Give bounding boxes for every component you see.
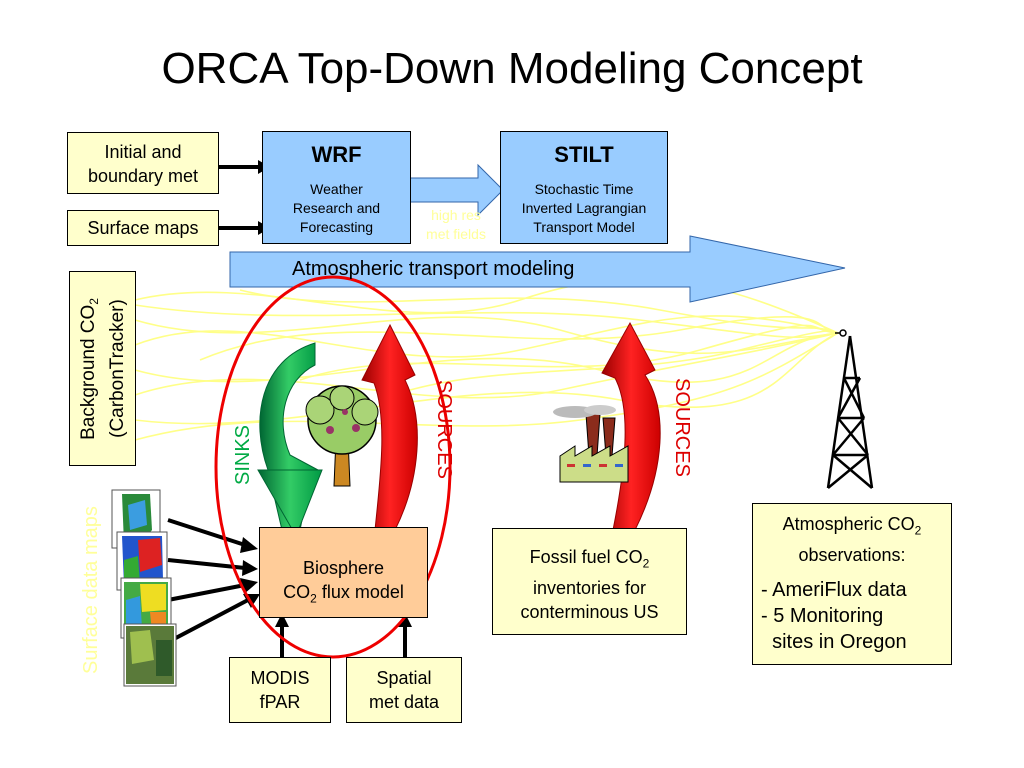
sources-label-fossil: SOURCES — [671, 378, 693, 477]
spatial-met-data-box: Spatial met data — [346, 657, 462, 723]
wrf-description: Weather Research and Forecasting — [263, 180, 410, 237]
background-co2-text: Background CO2 (CarbonTracker) — [77, 298, 129, 440]
stilt-description: Stochastic Time Inverted Lagrangian Tran… — [501, 180, 667, 237]
sources-label-bio: SOURCES — [433, 380, 455, 479]
biosphere-flux: flux model — [316, 582, 404, 602]
biosphere-highlight-ellipse — [214, 275, 452, 659]
wrf-title: WRF — [311, 142, 362, 167]
modis-line1: MODIS — [250, 668, 310, 688]
fossil-line3: conterminous US — [520, 601, 659, 622]
fossil-line2: inventories for — [532, 577, 647, 598]
observations-line1: Atmospheric CO2 — [753, 512, 951, 543]
stilt-desc-line: Inverted Lagrangian — [521, 200, 647, 216]
trajectory-line — [379, 330, 839, 401]
high-res-line1: high res — [431, 207, 481, 223]
tree-icon — [305, 385, 379, 487]
trajectory-line — [134, 315, 839, 358]
fossil-sub: 2 — [642, 556, 650, 571]
observations-sub: 2 — [914, 523, 922, 538]
modis-line2: fPAR — [259, 692, 301, 712]
observations-list: - AmeriFlux data - 5 Monitoring sites in… — [753, 577, 951, 655]
observations-item: - 5 Monitoring — [761, 604, 884, 627]
initial-boundary-met-box: Initial and boundary met — [67, 132, 219, 194]
stilt-box: STILT Stochastic Time Inverted Lagrangia… — [500, 131, 668, 244]
background-sub: 2 — [86, 297, 101, 305]
fossil-fuel-box: Fossil fuel CO2 inventories for contermi… — [492, 528, 687, 635]
surface-data-maps-label: Surface data maps — [80, 506, 102, 674]
biosphere-co2: CO — [283, 582, 311, 602]
observations-co2: Atmospheric CO — [782, 514, 915, 534]
background-co2-box: Background CO2 (CarbonTracker) — [69, 271, 136, 466]
biosphere-line2: CO2 flux model — [260, 580, 427, 611]
transport-arrow-shape — [229, 235, 846, 303]
fossil-line1: Fossil fuel CO2 — [493, 545, 686, 576]
wrf-desc-line: Weather — [310, 181, 363, 197]
surface-maps-label: Surface maps — [87, 218, 199, 238]
observations-line2: observations: — [798, 544, 906, 565]
sink-arrow-head — [257, 469, 323, 538]
trajectory-line — [134, 332, 839, 399]
high-res-met-fields-label: high res met fields — [412, 206, 500, 244]
trajectory-line — [134, 332, 839, 441]
observations-item: sites in Oregon — [761, 630, 907, 653]
page-title: ORCA Top-Down Modeling Concept — [161, 44, 863, 93]
spatial-line1: Spatial — [376, 668, 432, 688]
modis-fpar-box: MODIS fPAR — [229, 657, 331, 723]
wrf-to-stilt-arrow — [409, 163, 504, 217]
surface-maps-box: Surface maps — [67, 210, 219, 246]
observations-item: - AmeriFlux data — [761, 578, 907, 601]
transport-arrow-label: Atmospheric transport modeling — [292, 258, 575, 280]
sinks-label: SINKS — [232, 424, 254, 485]
biosphere-line1: Biosphere — [302, 558, 385, 578]
spatial-line2: met data — [368, 692, 440, 712]
surface-map-thumbnails — [111, 489, 177, 687]
high-res-line2: met fields — [426, 226, 486, 242]
tower-icon — [826, 329, 874, 489]
trajectory-line — [239, 289, 839, 334]
biosphere-sub: 2 — [310, 591, 317, 606]
stilt-title: STILT — [554, 142, 614, 167]
stilt-desc-line: Transport Model — [533, 219, 635, 235]
wrf-box: WRF Weather Research and Forecasting — [262, 131, 411, 244]
wrf-desc-line: Forecasting — [299, 219, 374, 235]
source-arrow-bio — [361, 323, 418, 531]
background-line2: (CarbonTracker) — [106, 299, 128, 438]
stilt-desc-line: Stochastic Time — [534, 181, 634, 197]
background-line1: Background CO — [77, 304, 99, 440]
initial-met-line2: boundary met — [87, 166, 199, 186]
initial-met-line1: Initial and — [104, 142, 182, 162]
observations-box: Atmospheric CO2 observations: - AmeriFlu… — [752, 503, 952, 665]
factory-icon — [553, 405, 629, 483]
surface-map-thumbnail — [123, 623, 177, 687]
wrf-desc-line: Research and — [292, 200, 381, 216]
biosphere-flux-model-box: Biosphere CO2 flux model — [259, 527, 428, 618]
fossil-co2: Fossil fuel CO — [529, 547, 643, 567]
